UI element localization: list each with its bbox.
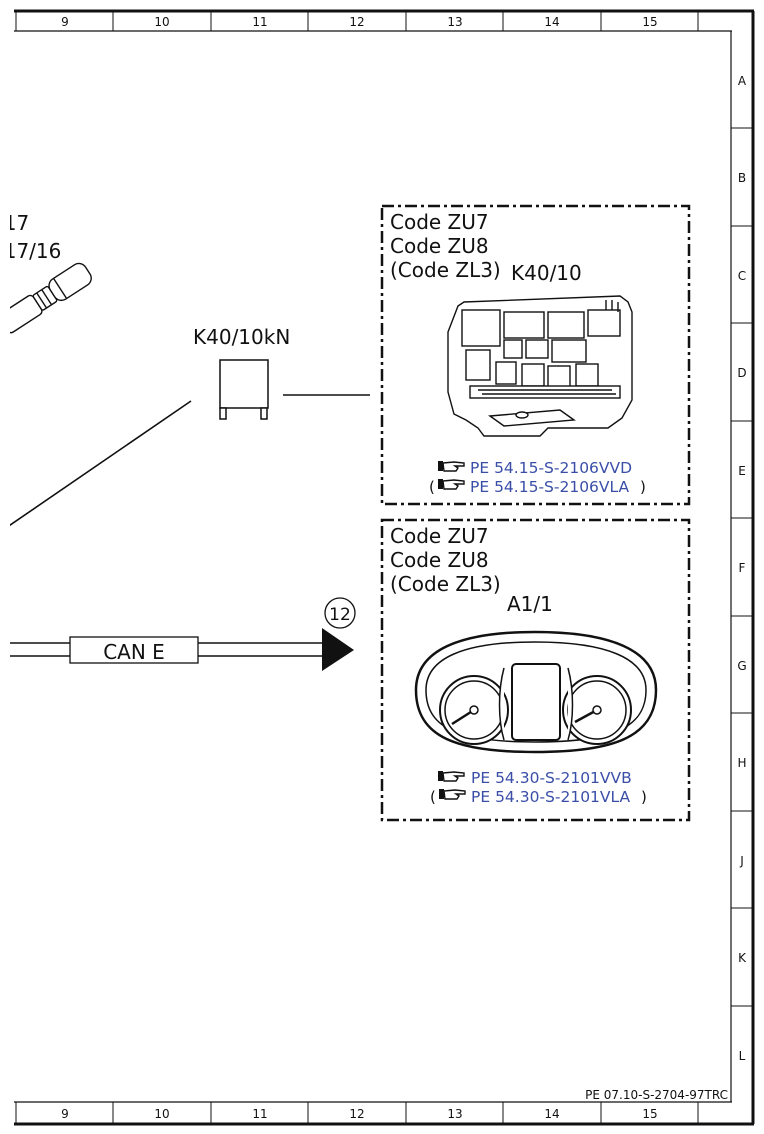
- column-label: 10: [154, 15, 169, 29]
- sensor-label-b17: B17: [0, 211, 29, 235]
- upper-code-line-1: Code ZU7: [390, 210, 489, 234]
- lower-code-line-1: Code ZU7: [390, 524, 489, 548]
- row-label: E: [738, 464, 746, 478]
- lower-component-box: Code ZU7 Code ZU8 (Code ZL3) A1/1: [380, 518, 691, 822]
- pointing-hand-icon: [439, 789, 466, 800]
- can-bus-lines: [10, 642, 322, 657]
- column-label: 9: [61, 15, 69, 29]
- column-label: 15: [642, 15, 657, 29]
- lower-reference-link-1[interactable]: PE 54.30-S-2101VVB: [471, 769, 632, 787]
- row-labels: A B C D E F G H J K L: [737, 74, 747, 1063]
- upper-code-line-2: Code ZU8: [390, 234, 489, 258]
- column-label: 12: [349, 15, 364, 29]
- column-label: 15: [642, 1107, 657, 1121]
- instrument-cluster-drawing: [414, 630, 658, 754]
- fuse-relay-module-drawing: [447, 295, 633, 437]
- column-labels-top: 9 10 11 12 13 14 15: [61, 15, 657, 29]
- column-label: 14: [544, 1107, 559, 1121]
- pointing-hand-icon: [438, 461, 465, 472]
- upper-reference-link-2[interactable]: PE 54.15-S-2106VLA: [470, 478, 630, 496]
- column-label: 14: [544, 15, 559, 29]
- reference-number: 12: [329, 605, 351, 625]
- row-label: G: [737, 659, 746, 673]
- column-label: 11: [252, 1107, 267, 1121]
- column-label: 10: [154, 1107, 169, 1121]
- signal-line: [10, 400, 192, 527]
- column-label: 11: [252, 15, 267, 29]
- can-bus-box: [69, 636, 199, 664]
- pointing-hand-icon: [438, 771, 465, 782]
- sensor-label-b17-16: B17/16: [0, 239, 61, 263]
- column-label: 9: [61, 1107, 69, 1121]
- column-label: 13: [447, 15, 462, 29]
- lower-code-line-2: Code ZU8: [390, 548, 489, 572]
- upper-reference-link-1[interactable]: PE 54.15-S-2106VVD: [470, 459, 632, 477]
- lower-reference-close-paren: ): [641, 788, 647, 806]
- row-label: A: [738, 74, 747, 88]
- lower-reference-1[interactable]: PE 54.30-S-2101VVB: [438, 769, 632, 787]
- pointing-hand-icon: [438, 479, 465, 490]
- sensor-plug-drawing: [10, 262, 92, 334]
- upper-component-label: K40/10: [511, 261, 582, 285]
- lower-reference-2[interactable]: ( PE 54.30-S-2101VLA ): [430, 788, 647, 806]
- upper-reference-close-paren: ): [640, 478, 646, 496]
- row-label: C: [738, 269, 746, 283]
- reference-circle: [324, 597, 356, 629]
- column-label: 13: [447, 1107, 462, 1121]
- upper-code-line-3: (Code ZL3): [390, 258, 501, 282]
- row-label: L: [739, 1049, 746, 1063]
- column-labels-bottom: 9 10 11 12 13 14 15: [61, 1107, 657, 1121]
- sheet-frame: [14, 9, 755, 1126]
- relay-symbol: [219, 359, 269, 420]
- lower-component-label: A1/1: [507, 592, 553, 616]
- relay-label: K40/10kN: [193, 325, 290, 349]
- upper-reference-2[interactable]: ( PE 54.15-S-2106VLA ): [429, 478, 646, 496]
- row-label: K: [738, 951, 747, 965]
- left-fragment-label: L: [0, 803, 10, 827]
- row-label: J: [739, 854, 744, 868]
- upper-reference-open-paren: (: [429, 478, 435, 496]
- column-label: 12: [349, 1107, 364, 1121]
- row-label: F: [739, 561, 746, 575]
- row-label: D: [737, 366, 746, 380]
- can-bus-label: CAN E: [103, 640, 165, 664]
- row-label: H: [737, 756, 746, 770]
- lower-reference-link-2[interactable]: PE 54.30-S-2101VLA: [471, 788, 631, 806]
- lower-code-line-3: (Code ZL3): [390, 572, 501, 596]
- upper-reference-1[interactable]: PE 54.15-S-2106VVD: [438, 459, 632, 477]
- upper-component-box: Code ZU7 Code ZU8 (Code ZL3) K40/10: [380, 204, 691, 506]
- row-label: B: [738, 171, 746, 185]
- lower-reference-open-paren: (: [430, 788, 436, 806]
- document-reference: PE 07.10-S-2704-97TRC: [585, 1088, 728, 1102]
- bus-arrow-icon: [322, 628, 354, 671]
